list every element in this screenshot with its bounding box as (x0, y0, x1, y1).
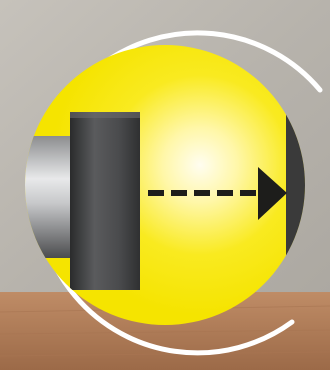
device-barrel-highlight (70, 112, 140, 118)
device-barrel (70, 112, 140, 290)
